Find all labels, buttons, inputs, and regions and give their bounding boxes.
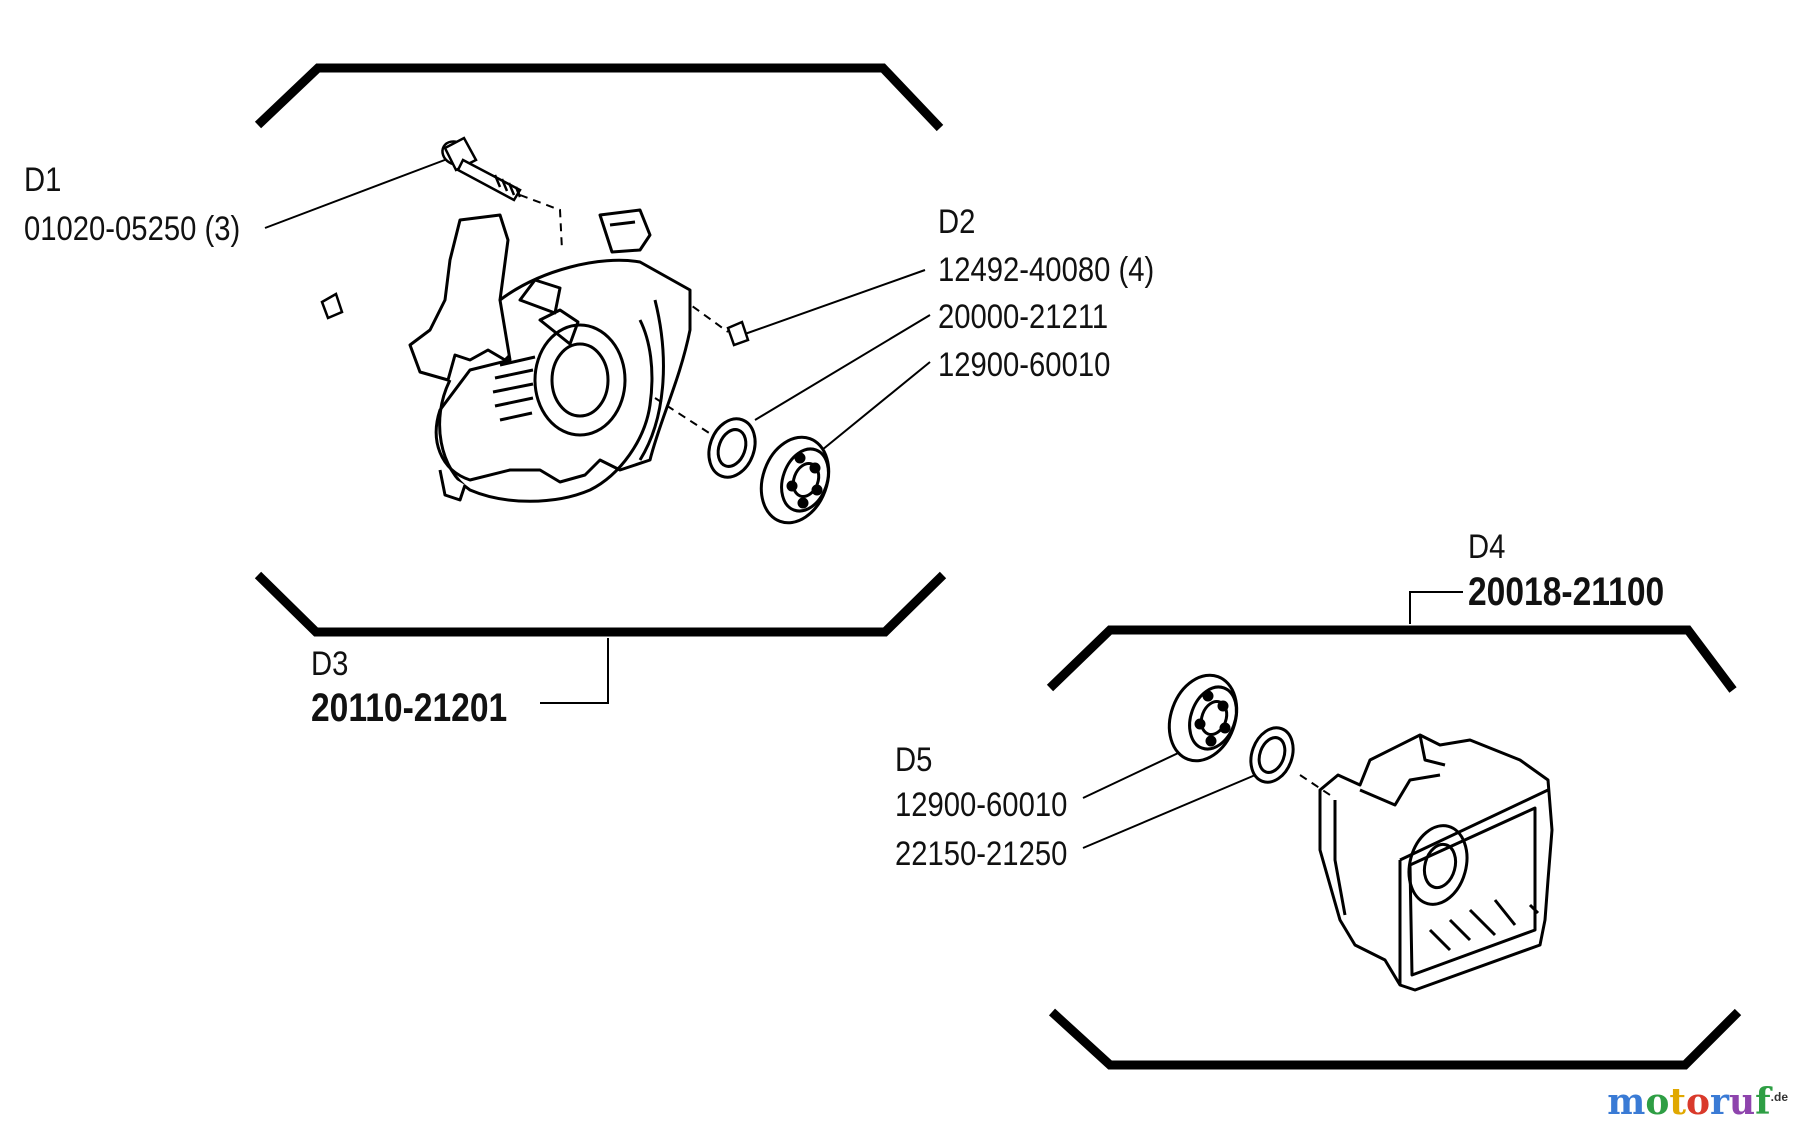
- label-d2-part1: 12492-40080 (4): [938, 251, 1155, 289]
- logo-letter: r: [1710, 1081, 1729, 1123]
- label-d3-ref: D3: [311, 645, 349, 683]
- logo-letter: o: [1645, 1081, 1670, 1123]
- label-d5-ref: D5: [895, 741, 933, 779]
- pin-alignment-dash: [669, 289, 729, 333]
- dowel-pin: [320, 292, 344, 320]
- oil-seal-lower: [1249, 726, 1295, 784]
- crankcase-half-upper: [408, 208, 692, 503]
- motoruf-logo: motoruf.de: [1607, 1081, 1788, 1123]
- upper-assembly-bracket: [254, 63, 947, 637]
- oil-seal-upper: [707, 417, 757, 479]
- logo-letter: u: [1728, 1081, 1756, 1123]
- label-d3-assembly: 20110-21201: [311, 686, 508, 730]
- label-d2-part3: 12900-60010: [938, 346, 1111, 384]
- logo-letter: o: [1685, 1081, 1710, 1123]
- crankcase-half-lower: [1318, 733, 1554, 992]
- d3-leader-line: [540, 638, 609, 704]
- logo-letter: m: [1607, 1081, 1646, 1123]
- logo-suffix: .de: [1770, 1090, 1788, 1104]
- label-d4-ref: D4: [1468, 528, 1506, 566]
- logo-letter: f: [1755, 1081, 1771, 1123]
- bolt-part: [441, 136, 522, 202]
- label-d2-ref: D2: [938, 203, 976, 241]
- bearing-upper: [759, 435, 831, 525]
- pin-d2: [726, 320, 750, 347]
- bolt-alignment-dash: [519, 194, 563, 251]
- label-d1-part: 01020-05250 (3): [24, 210, 241, 248]
- shaft-centerline-lower: [1299, 774, 1331, 796]
- label-d1-ref: D1: [24, 161, 62, 199]
- logo-letter: t: [1669, 1081, 1686, 1123]
- label-d4-assembly: 20018-21100: [1468, 570, 1665, 614]
- lower-assembly-bracket: [1046, 625, 1742, 1070]
- bearing-lower: [1167, 673, 1239, 763]
- d4-leader-line: [1409, 591, 1463, 624]
- label-d5-part2: 22150-21250: [895, 835, 1068, 873]
- label-d5-part1: 12900-60010: [895, 786, 1068, 824]
- label-d2-part2: 20000-21211: [938, 298, 1109, 336]
